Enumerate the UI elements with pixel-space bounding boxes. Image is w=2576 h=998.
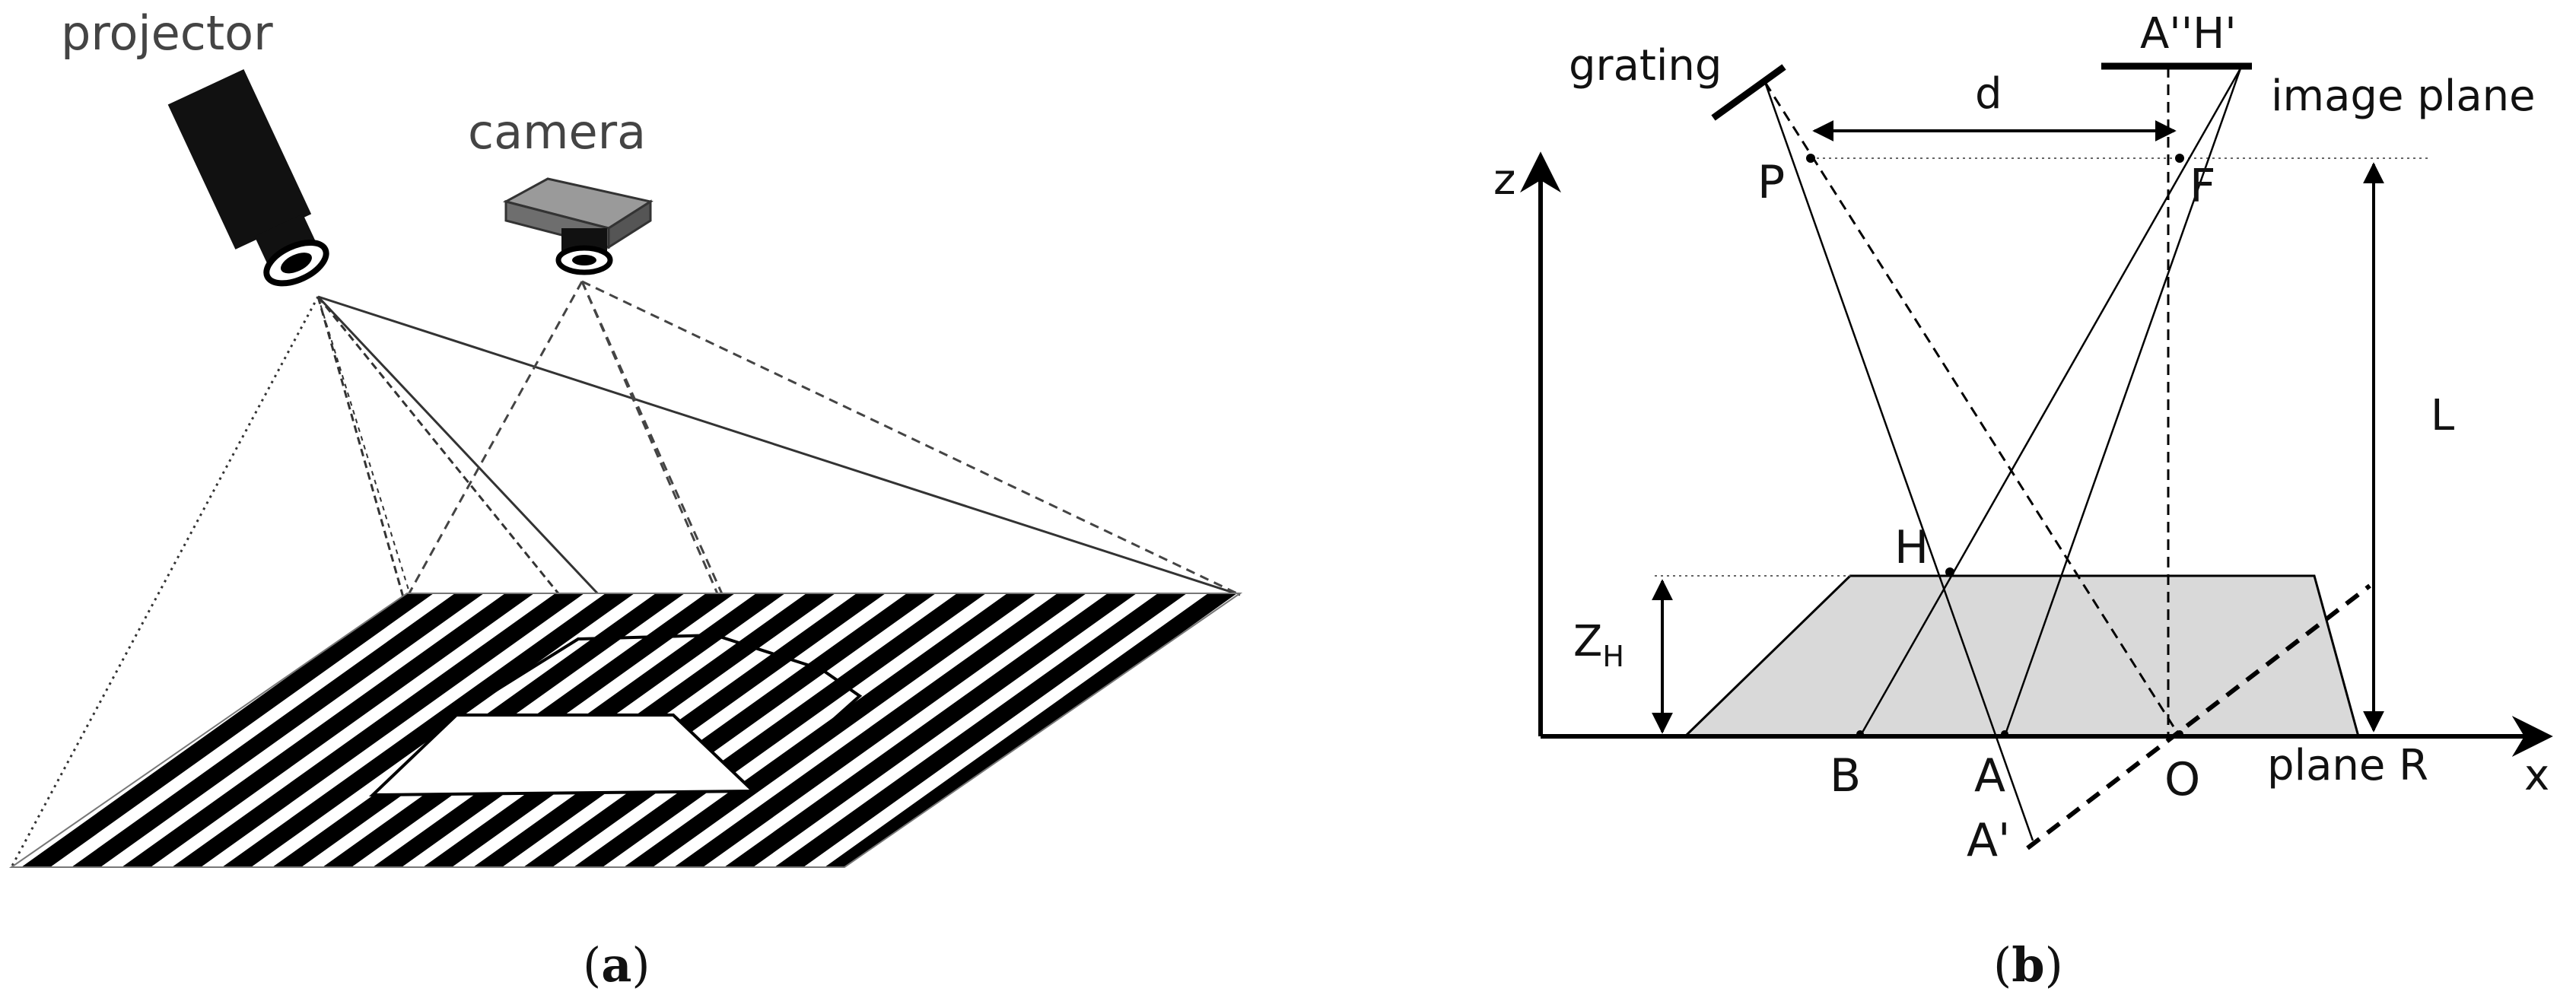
panel-b-geometry-diagram: z x grating image plane A''H' <box>1493 9 2553 993</box>
object-trapezoid <box>1682 574 2360 738</box>
fringe-stripe <box>502 593 957 867</box>
fringe-stripe <box>1255 578 1710 882</box>
fringe-stripe <box>201 593 656 867</box>
projector-label: projector <box>61 5 273 61</box>
rotated-plane-dashed <box>2026 583 2371 850</box>
object-outline <box>455 633 863 793</box>
grating-label: grating <box>1569 41 1722 91</box>
fringe-stripe <box>703 593 1158 867</box>
grating <box>1711 64 1786 121</box>
label-F: F <box>2190 160 2216 213</box>
label-P: P <box>1757 156 1785 209</box>
label-H: H <box>1894 521 1929 574</box>
projector-body <box>167 69 312 249</box>
fringe-stripe <box>552 593 1007 867</box>
caption-a: (a) <box>583 937 650 993</box>
zh-label: ZH <box>1573 617 1624 673</box>
point-F-marker <box>2175 154 2184 163</box>
fringe-stripe <box>151 593 606 867</box>
label-O: O <box>2164 753 2200 806</box>
panel-a-projection-setup: projector camera (a) <box>0 5 1710 993</box>
camera-label: camera <box>468 104 646 160</box>
fringe-stripe <box>50 593 505 867</box>
point-B-marker <box>1856 730 1864 738</box>
z-axis-label: z <box>1493 155 1515 205</box>
fringe-stripe <box>653 593 1108 867</box>
point-H-marker <box>1945 567 1954 577</box>
camera-device <box>502 177 654 275</box>
fringe-stripe <box>0 578 3 882</box>
point-A-marker <box>2001 730 2008 738</box>
fringe-stripe <box>100 593 555 867</box>
label-A: A <box>1974 749 2005 803</box>
point-P-marker <box>1806 154 1815 163</box>
ray-lines <box>1763 67 2242 841</box>
fringe-stripe <box>603 593 1057 867</box>
point-markers <box>1806 154 2184 738</box>
point-O-marker <box>2176 730 2183 738</box>
label-A-prime: A' <box>1967 814 2011 867</box>
top-points-label: A''H' <box>2140 9 2237 59</box>
fringe-stripe <box>753 593 1208 867</box>
projector-device <box>167 69 329 287</box>
label-B: B <box>1830 749 1861 803</box>
plane-R-label: plane R <box>2267 741 2428 790</box>
fringe-stripe <box>803 593 1240 867</box>
fringe-stripe <box>11 593 53 867</box>
caption-b: (b) <box>1993 937 2063 993</box>
image-plane-label: image plane <box>2271 72 2536 121</box>
distance-d-label: d <box>1975 69 2002 119</box>
x-axis-label: x <box>2524 751 2549 800</box>
object-shape <box>368 633 863 797</box>
fringe-stripe <box>11 593 455 867</box>
height-L-label: L <box>2431 391 2454 440</box>
